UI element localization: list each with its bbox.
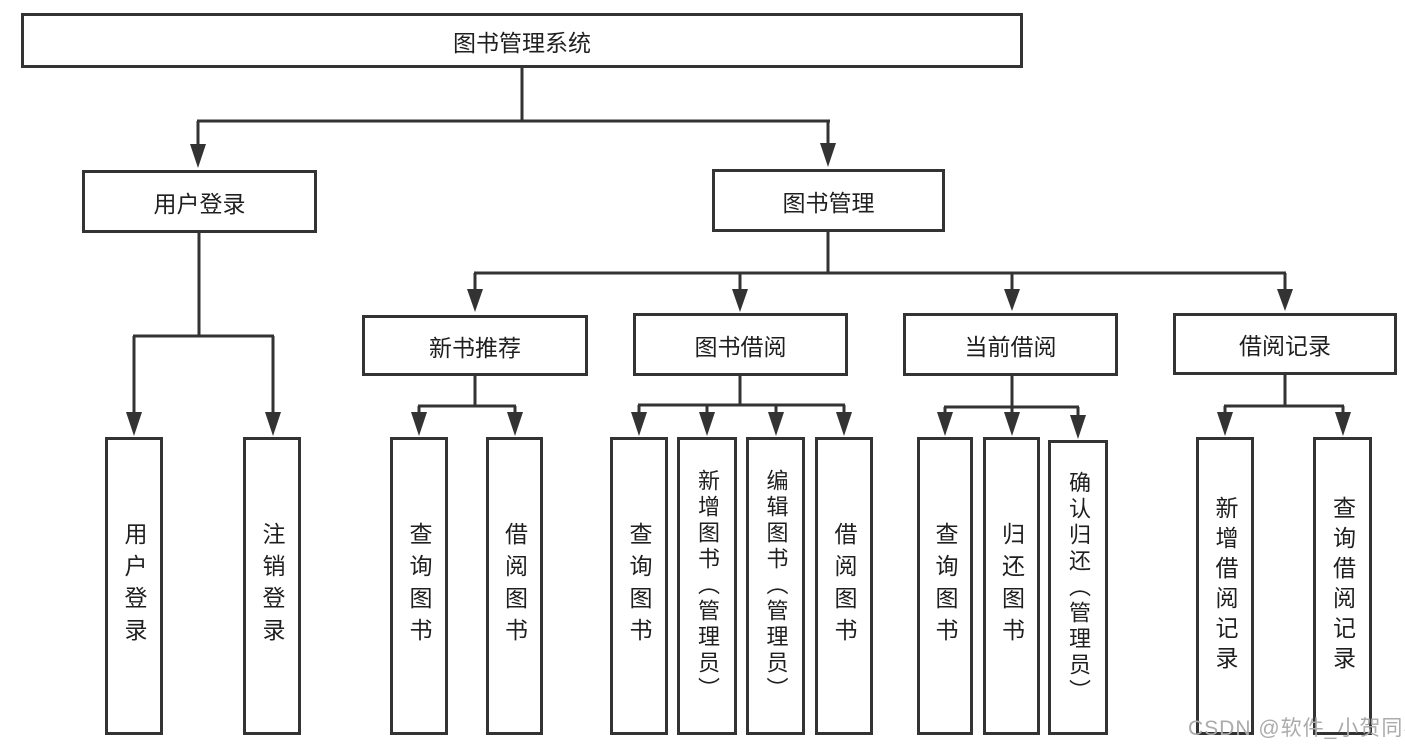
node-borrowing-records: 借阅记录 bbox=[1173, 313, 1397, 375]
connector-borrowrecords-group bbox=[1217, 375, 1351, 436]
leaf-add-books-admin: 新增图书（管理员） bbox=[677, 437, 737, 735]
leaf-borrow-books-borrowing: 借阅图书 bbox=[815, 437, 873, 735]
connector-currentborrow-group bbox=[937, 376, 1086, 439]
connector-bookmgmt-to-level3 bbox=[467, 232, 1293, 312]
leaf-edit-books-admin: 编辑图书（管理员） bbox=[746, 437, 805, 735]
leaf-add-borrow-record: 新增借阅记录 bbox=[1196, 437, 1254, 735]
leaf-query-books-recommend: 查询图书 bbox=[390, 437, 448, 735]
connector-userlogin-group bbox=[126, 233, 281, 436]
leaf-user-login: 用户登录 bbox=[105, 437, 163, 735]
leaf-query-books-borrowing: 查询图书 bbox=[610, 437, 668, 735]
leaf-confirm-return-admin: 确认归还（管理员） bbox=[1048, 440, 1108, 735]
node-current-borrowing: 当前借阅 bbox=[903, 313, 1118, 376]
node-book-borrowing: 图书借阅 bbox=[633, 313, 848, 376]
node-book-management: 图书管理 bbox=[712, 169, 945, 232]
csdn-watermark: CSDN @软件_小贺同学 bbox=[1188, 717, 1405, 740]
leaf-query-books-current: 查询图书 bbox=[917, 437, 973, 735]
leaf-logout: 注销登录 bbox=[243, 437, 301, 735]
leaf-borrow-books-recommend: 借阅图书 bbox=[486, 437, 543, 735]
connector-newbook-group bbox=[411, 376, 523, 436]
leaf-return-books: 归还图书 bbox=[983, 437, 1040, 735]
node-library-management-system: 图书管理系统 bbox=[21, 13, 1023, 68]
node-user-login: 用户登录 bbox=[82, 170, 317, 233]
node-new-book-recommend: 新书推荐 bbox=[362, 315, 588, 376]
connector-root-to-level2 bbox=[190, 68, 836, 168]
connector-bookborrow-group bbox=[631, 376, 852, 436]
leaf-query-borrow-record: 查询借阅记录 bbox=[1313, 437, 1372, 735]
